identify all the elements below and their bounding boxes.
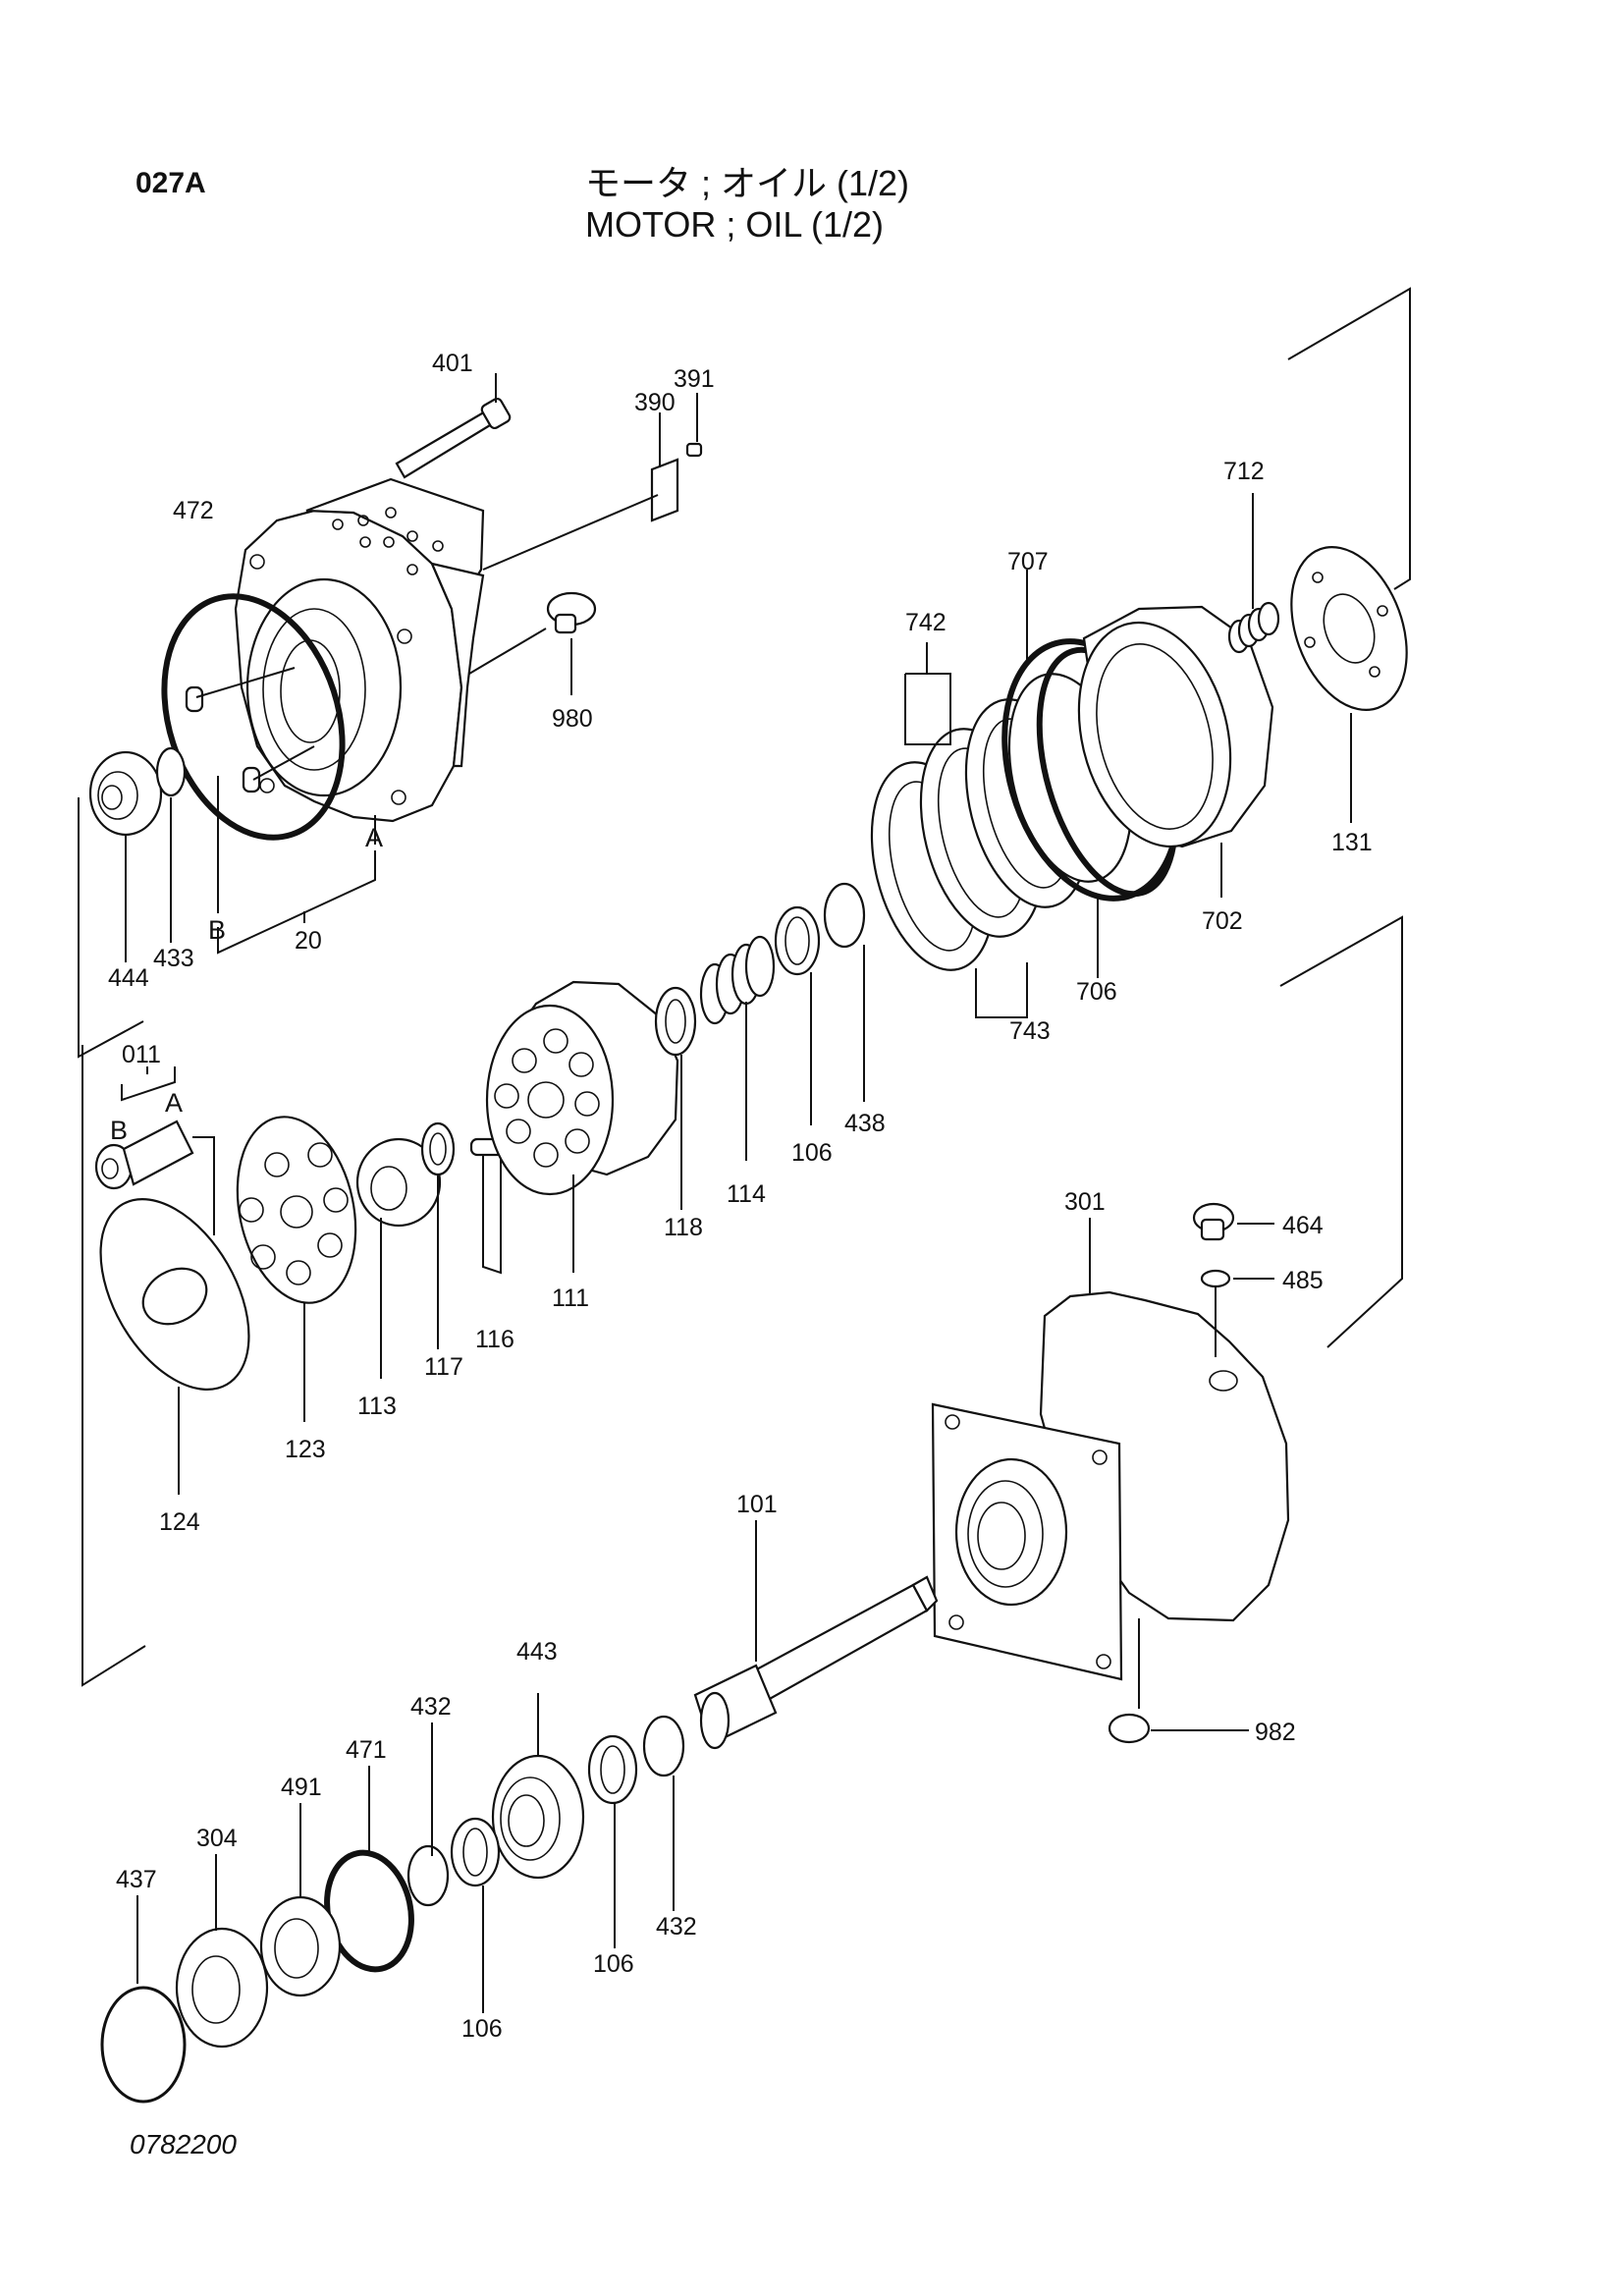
callout-301: 301 xyxy=(1064,1188,1106,1216)
bearing-444 xyxy=(88,750,163,962)
callout-106-a: 106 xyxy=(791,1139,833,1167)
letter-a-20: A xyxy=(365,823,383,852)
brake-piston-702 xyxy=(1077,605,1274,898)
callout-101: 101 xyxy=(736,1491,778,1518)
output-shaft-101 xyxy=(693,1520,939,1750)
callout-433: 433 xyxy=(153,945,194,972)
ring-118 xyxy=(654,986,697,1210)
callout-707: 707 xyxy=(1007,548,1049,575)
callout-444: 444 xyxy=(108,964,149,992)
washer-106c xyxy=(450,1817,501,2013)
callout-742: 742 xyxy=(905,609,947,636)
callout-106-b: 106 xyxy=(593,1950,634,1978)
callout-011: 011 xyxy=(122,1041,161,1068)
snap-ring-432a xyxy=(406,1722,450,1907)
callout-123: 123 xyxy=(285,1436,326,1463)
bolt-401 xyxy=(395,373,512,479)
callout-401: 401 xyxy=(432,350,473,377)
guide-lines xyxy=(78,287,1411,1687)
page-code: 027A xyxy=(135,167,206,199)
title-english: MOTOR ; OIL (1/2) xyxy=(585,204,885,245)
o-ring-485 xyxy=(1200,1269,1274,1357)
callout-114: 114 xyxy=(727,1180,766,1208)
retainer-ring-117 xyxy=(420,1121,456,1349)
callout-116: 116 xyxy=(475,1326,514,1353)
callout-491: 491 xyxy=(281,1774,322,1801)
callout-471: 471 xyxy=(346,1736,387,1764)
valve-spool xyxy=(94,1120,215,1235)
callout-464: 464 xyxy=(1282,1212,1324,1239)
callout-706: 706 xyxy=(1076,978,1117,1006)
cylinder-block-111 xyxy=(485,980,679,1273)
letter-b-20: B xyxy=(208,915,226,945)
callout-304: 304 xyxy=(196,1825,238,1852)
valve-plate-123 xyxy=(236,1116,357,1422)
callout-20: 20 xyxy=(295,927,322,955)
callout-131: 131 xyxy=(1331,829,1373,856)
pins-116 xyxy=(469,1137,505,1275)
spring-114 xyxy=(699,935,776,1161)
washer-106b xyxy=(587,1734,638,1948)
callout-472: 472 xyxy=(173,497,214,524)
callout-labels: 401 391 390 472 980 444 433 20 011 124 1… xyxy=(108,350,1373,2043)
callout-106-c: 106 xyxy=(461,2015,503,2043)
callout-391: 391 xyxy=(674,365,715,393)
title-japanese: モータ ; オイル (1/2) xyxy=(585,163,910,203)
dowel-pins xyxy=(185,667,315,793)
spherical-bushing-113 xyxy=(355,1137,442,1379)
callout-980: 980 xyxy=(552,705,593,733)
thrust-plate-124 xyxy=(99,1198,250,1495)
motor-casing-301 xyxy=(931,1218,1290,1709)
callout-437: 437 xyxy=(116,1866,157,1893)
callout-982: 982 xyxy=(1255,1719,1296,1746)
drawing-number: 0782200 xyxy=(130,2129,238,2159)
plug-464 xyxy=(1192,1202,1274,1241)
callout-438: 438 xyxy=(844,1110,886,1137)
callout-124: 124 xyxy=(159,1508,200,1536)
callout-485: 485 xyxy=(1282,1267,1324,1294)
cover-304 xyxy=(175,1854,269,2049)
callout-390: 390 xyxy=(634,389,676,416)
bearing-443 xyxy=(491,1693,585,1880)
callout-712: 712 xyxy=(1223,458,1265,485)
callout-118: 118 xyxy=(664,1214,703,1241)
letter-a-011: A xyxy=(165,1088,183,1118)
callout-113: 113 xyxy=(357,1393,397,1420)
rear-flange-131 xyxy=(1290,546,1408,823)
callout-117: 117 xyxy=(424,1353,463,1381)
snap-ring-432b xyxy=(642,1715,685,1911)
group-20-brackets xyxy=(217,776,376,955)
callout-443: 443 xyxy=(516,1638,558,1666)
retaining-ring-433 xyxy=(155,746,187,943)
callout-702: 702 xyxy=(1202,907,1243,935)
washer-106a xyxy=(774,905,821,1125)
callout-743: 743 xyxy=(1009,1017,1051,1045)
snap-ring-437 xyxy=(100,1895,187,2104)
callout-111: 111 xyxy=(552,1285,589,1312)
callout-432-bottom: 432 xyxy=(656,1913,697,1941)
seal-491 xyxy=(259,1803,342,1997)
plug-982 xyxy=(1108,1713,1249,1744)
callout-432-top: 432 xyxy=(410,1693,452,1721)
letter-b-011: B xyxy=(110,1116,128,1145)
o-ring-472 xyxy=(161,593,346,841)
motor-head-casting xyxy=(234,477,485,823)
spring-712 xyxy=(1227,493,1280,654)
plug-980 xyxy=(468,591,597,695)
nameplate-390 xyxy=(482,393,703,571)
group-011-brackets xyxy=(121,1066,176,1102)
snap-ring-438 xyxy=(823,882,866,1102)
